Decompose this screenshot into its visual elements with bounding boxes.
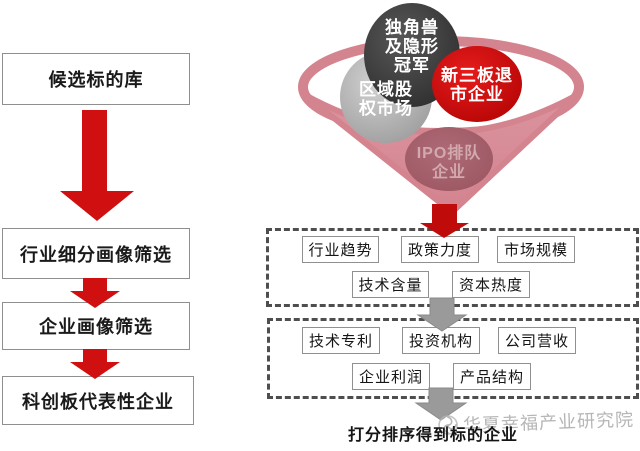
- metric-technology-content: 技术含量: [352, 271, 429, 298]
- flow-step-candidate-pool: 候选标的库: [2, 53, 190, 105]
- metric-industry-trends: 行业趋势: [302, 236, 379, 263]
- ipo-label-line2: 企业: [431, 164, 466, 181]
- unicorn-label-line2: 及隐形: [385, 37, 439, 56]
- metric-enterprise-profit: 企业利润: [352, 363, 430, 390]
- ipo-label-line1: IPO排队: [416, 145, 482, 162]
- ipo-queue-bubble-label: IPO排队 企业: [399, 144, 499, 182]
- neeq-delisted-bubble-label: 新三板退 市企业: [417, 66, 537, 104]
- metric-product-structure: 产品结构: [453, 363, 531, 390]
- flow-arrow-1: [60, 110, 134, 221]
- metric-capital-heat: 资本热度: [452, 271, 530, 298]
- flow-step-enterprise-profile-screening: 企业画像筛选: [2, 302, 190, 350]
- flow-arrow-3: [70, 349, 120, 379]
- neeq-label-line1: 新三板退: [441, 66, 513, 85]
- neeq-label-line2: 市企业: [450, 85, 504, 104]
- result-label: 打分排序得到标的企业: [347, 427, 518, 444]
- metric-investment-institutions: 投资机构: [402, 327, 480, 354]
- metric-company-revenue: 公司营收: [498, 327, 576, 354]
- flow-step-industry-profile-screening: 行业细分画像筛选: [2, 228, 190, 279]
- unicorn-label-line1: 独角兽: [385, 18, 439, 37]
- metric-technical-patents: 技术专利: [302, 327, 380, 354]
- flow-step-star-market-representatives: 科创板代表性企业: [2, 376, 194, 425]
- metric-market-size: 市场规模: [497, 236, 575, 263]
- metric-policy-strength: 政策力度: [401, 236, 479, 263]
